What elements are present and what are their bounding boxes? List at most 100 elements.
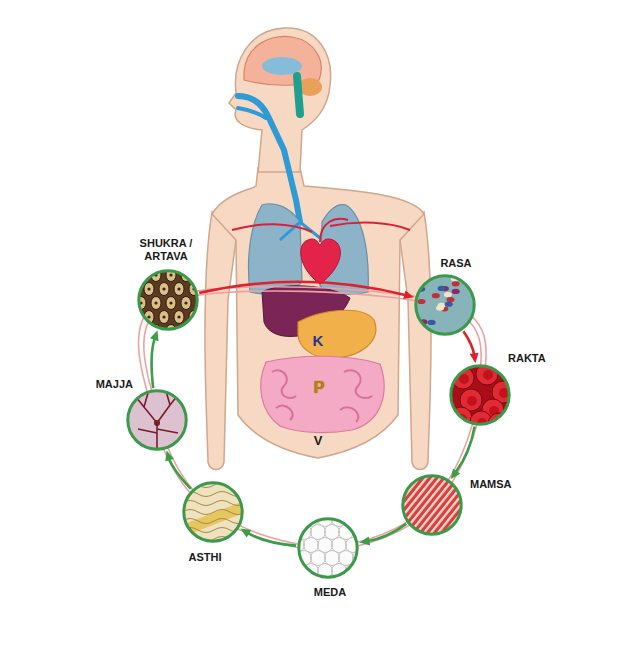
tissue-circle-border <box>128 391 186 449</box>
tissue-circle: MEDA <box>297 517 359 579</box>
cycle-arrow <box>360 524 407 546</box>
cycle-arrow-line <box>463 331 474 355</box>
plasma-cell <box>415 326 423 331</box>
plasma-cell <box>452 281 460 286</box>
germ-cell <box>196 269 199 282</box>
marrow-branches <box>136 391 178 451</box>
germ-cell <box>181 297 191 310</box>
tissue-texture <box>297 517 359 579</box>
tissue-label: SHUKRA / ARTAVA <box>133 237 199 263</box>
plasma-cell <box>421 333 429 337</box>
label-holder: K <box>313 332 324 349</box>
plasma-cell <box>428 320 436 325</box>
mouth-airway <box>238 108 266 118</box>
tissue-label: MAJJA <box>96 378 133 391</box>
plasma-cell <box>445 302 453 307</box>
tissue-circle-border <box>416 276 474 334</box>
arrow-head <box>360 537 371 546</box>
germ-cell <box>196 325 199 332</box>
label-holder: P <box>314 379 325 397</box>
cycle-arrow <box>150 330 159 388</box>
fat-cell <box>353 577 360 580</box>
tissue-circle-shape <box>126 389 188 451</box>
tissue-texture <box>414 274 476 336</box>
tissue-ground <box>137 269 199 331</box>
bone-lamella <box>182 519 244 524</box>
germ-cell-nucleus <box>169 273 172 276</box>
red-blood-cell-center <box>459 374 469 384</box>
airway <box>238 96 300 222</box>
cycle-arrow-line <box>169 458 191 489</box>
intestine-loops <box>272 370 372 422</box>
head <box>229 28 331 172</box>
tissue-texture <box>137 269 199 331</box>
left-arm <box>205 212 236 470</box>
red-blood-cell-center <box>495 420 505 426</box>
germ-cell <box>159 283 169 296</box>
germ-cell <box>159 311 169 324</box>
tissue-texture <box>182 481 244 543</box>
germ-cell <box>174 311 184 324</box>
bone-lamella <box>182 501 244 506</box>
germ-cell <box>144 283 154 296</box>
brainstem <box>297 76 300 114</box>
torso <box>212 168 424 458</box>
cycle-arrow-line <box>247 533 296 546</box>
tissue-circle-shape <box>297 517 359 579</box>
cycle-arrow-line <box>456 427 475 473</box>
vessels <box>232 219 410 242</box>
plasma-cell <box>436 306 444 311</box>
tissue-circle: MAJJA <box>126 389 188 451</box>
body-silhouette <box>205 28 431 470</box>
tissue-label: MAMSA <box>470 478 512 491</box>
tissue-circle-shape <box>137 269 199 331</box>
organ-letter: K <box>313 332 324 349</box>
fat-cell <box>297 517 305 527</box>
arrow-head <box>451 468 461 479</box>
intestines <box>261 356 384 432</box>
arrow-head <box>165 451 174 462</box>
arrow-head <box>403 290 414 299</box>
tissue-texture <box>449 364 511 426</box>
red-blood-cell <box>488 413 510 426</box>
plasma-cell <box>415 329 423 334</box>
tissue-circle-border <box>184 483 242 541</box>
germ-cell-nucleus <box>154 301 157 304</box>
germ-cell-nucleus <box>169 301 172 304</box>
germ-cell-nucleus <box>184 329 187 331</box>
tissue-circle-shape <box>401 474 463 536</box>
tissue-circle-shape <box>449 364 511 426</box>
marrow-node <box>154 420 160 426</box>
tissue-label: RAKTA <box>508 352 546 365</box>
tissue-circle: RASA <box>414 274 476 336</box>
heart <box>301 239 341 284</box>
tissue-circle-border <box>299 519 357 577</box>
plasma-cell <box>432 293 440 298</box>
tissue-circle-border <box>139 271 197 329</box>
tissue-circle: MAMSA <box>401 474 463 536</box>
germ-cell-nucleus <box>139 329 142 331</box>
tissue-ground <box>182 481 244 543</box>
germ-cell-nucleus <box>147 287 150 290</box>
cycle-arrow-line <box>152 338 155 388</box>
tissue-ground <box>126 389 188 451</box>
stomach <box>298 310 376 358</box>
germ-cell <box>137 269 146 282</box>
tissue-circle: ASTHI <box>182 481 244 543</box>
plasma-cell <box>452 289 460 294</box>
cycle-arrow <box>165 451 191 489</box>
tissue-circle-shape <box>414 274 476 336</box>
germ-cell <box>137 325 146 332</box>
arrow-head <box>240 529 251 538</box>
plasma-cell <box>418 299 426 304</box>
fat-cell <box>297 577 312 580</box>
germ-cell-nucleus <box>139 273 142 276</box>
plasma-cell <box>444 292 452 297</box>
cycle-arrow <box>451 427 475 480</box>
organ-letter: V <box>314 433 323 448</box>
red-blood-cell-center <box>483 370 493 380</box>
fat-cell <box>339 577 354 580</box>
left-lung <box>249 204 303 294</box>
cycle-arrow <box>463 331 478 363</box>
